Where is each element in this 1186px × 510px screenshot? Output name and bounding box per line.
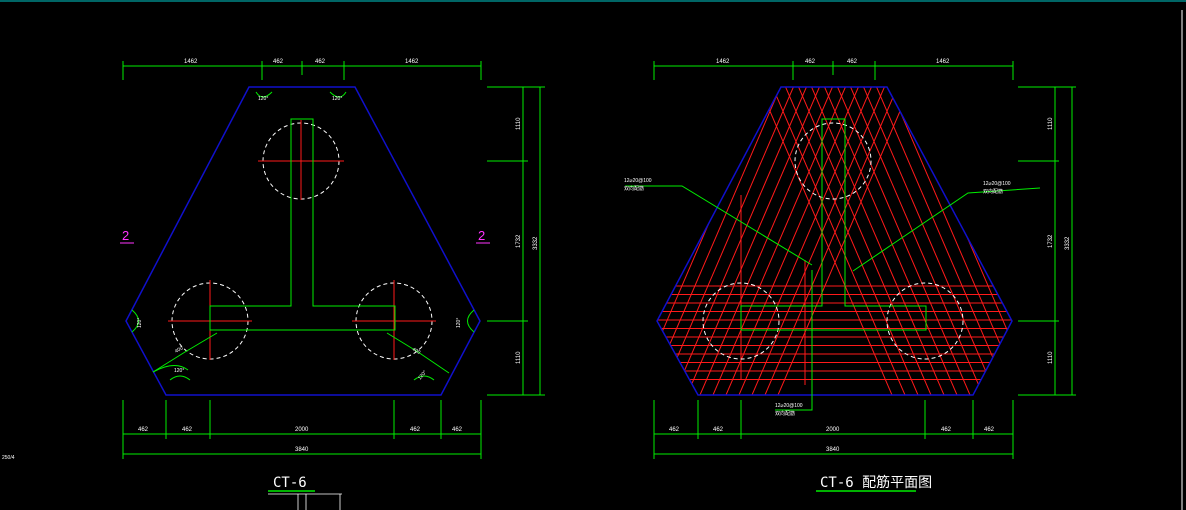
left-pile-cap-outline[interactable] (125, 86, 481, 396)
left-right-dim-total: 3332 (533, 236, 539, 250)
rebar-diagonal-left (657, 87, 771, 395)
rebar-diagonal-right (873, 87, 1010, 395)
right-rebar-leaders (625, 185, 1041, 411)
rebar-diagonal-right (769, 87, 906, 395)
rebar-diagonal-right (756, 87, 893, 395)
rebar-diagonal-left (751, 87, 888, 395)
rebar-diagonal-right (808, 87, 945, 395)
right-right-dimension (1018, 86, 1076, 396)
right-rebar-note-right-2: 双向配筋 (983, 188, 1003, 195)
right-bottom-dim-2: 462 (713, 427, 724, 433)
right-top-dim-4: 1462 (936, 59, 950, 65)
right-bottom-dim-total: 3840 (826, 447, 840, 453)
rebar-diagonal-left (660, 87, 797, 395)
right-rebar-note-right-1: 12⌀20@100 (983, 181, 1011, 187)
rebar-diagonal-left (657, 87, 784, 395)
right-top-dim-1: 1462 (716, 59, 730, 65)
left-bottom-dim-2: 462 (182, 427, 193, 433)
left-angle-label-6: 120° (417, 370, 428, 382)
left-radius-leaders (152, 332, 450, 374)
left-top-dim-4: 1462 (405, 59, 419, 65)
right-right-dim-2: 1732 (1048, 234, 1054, 248)
right-rebar-note-bottom-2: 双向配筋 (775, 410, 795, 417)
left-right-dim-1: 1110 (516, 117, 522, 130)
right-right-dim-1: 1110 (1048, 117, 1054, 130)
rebar-diagonal-right (860, 87, 997, 395)
left-top-dim-2: 462 (273, 59, 284, 65)
left-bottom-dim-total: 3840 (295, 447, 309, 453)
left-section-mark-right[interactable]: 2 (478, 228, 485, 243)
right-bottom-dimension (653, 400, 1014, 459)
rebar-diagonal-right (886, 87, 1012, 395)
right-pile-bottom-right[interactable] (886, 282, 964, 360)
left-bottom-dim-1: 462 (138, 427, 149, 433)
right-pile-cap-outline[interactable] (656, 86, 1013, 396)
left-bottom-dim-3: 2000 (295, 427, 309, 433)
left-top-dim-3: 462 (315, 59, 326, 65)
rebar-diagonal-left (725, 87, 862, 395)
left-pile-crosshairs (168, 120, 436, 360)
right-bottom-dim-3: 2000 (826, 427, 840, 433)
side-note: 250/4 (2, 455, 15, 461)
rebar-diagonal-right (847, 87, 984, 395)
right-pile-top[interactable] (794, 122, 872, 200)
left-radius-label-2: 400 (411, 347, 421, 356)
left-column-outline (209, 118, 396, 331)
left-angle-arcs (131, 91, 475, 381)
left-top-dimension (122, 61, 482, 80)
left-angle-label-3: 120° (137, 318, 143, 328)
left-radius-label-1: 400 (174, 345, 184, 354)
rebar-diagonal-right (795, 87, 932, 395)
right-column-outline (740, 118, 927, 331)
left-right-dim-3: 1110 (516, 351, 522, 364)
right-right-dim-total: 3332 (1065, 236, 1071, 250)
left-drawing[interactable]: 400 400 120° 120° 120° 120° 120° 120° 2 … (120, 59, 545, 510)
right-rebar-note-left-1: 12⌀20@100 (624, 178, 652, 184)
right-bottom-dim-5: 462 (984, 427, 995, 433)
right-drawing[interactable]: 12⌀20@100 双向配筋 12⌀20@100 双向配筋 12⌀20@100 … (624, 59, 1076, 492)
right-rebar-mesh (657, 87, 1012, 395)
left-right-dimension (487, 86, 545, 396)
rebar-diagonal-left (712, 87, 849, 395)
right-drawing-title[interactable]: CT-6 配筋平面图 (820, 474, 932, 491)
rebar-diagonal-right (782, 87, 919, 395)
rebar-diagonal-left (686, 87, 823, 395)
left-right-dim-2: 1732 (516, 234, 522, 248)
left-bottom-dimension (122, 400, 482, 459)
rebar-diagonal-left (764, 87, 901, 395)
left-bottom-dim-5: 462 (452, 427, 463, 433)
right-right-dim-3: 1110 (1048, 351, 1054, 364)
left-bottom-dim-4: 462 (410, 427, 421, 433)
right-pile-bottom-left[interactable] (702, 282, 780, 360)
rebar-diagonal-right (821, 87, 958, 395)
rebar-diagonal-left (738, 87, 875, 395)
left-angle-label-4: 120° (456, 318, 462, 328)
left-section-mark-left[interactable]: 2 (122, 228, 129, 243)
right-rebar-note-left-2: 双向配筋 (624, 185, 644, 192)
right-bottom-dim-4: 462 (941, 427, 952, 433)
right-top-dim-3: 462 (847, 59, 858, 65)
left-angle-label-1: 120° (258, 96, 268, 102)
right-top-dimension (653, 61, 1014, 80)
right-bottom-dim-1: 462 (669, 427, 680, 433)
left-drawing-title[interactable]: CT-6 (273, 475, 307, 491)
left-top-dim-1: 1462 (184, 59, 198, 65)
left-angle-label-5: 120° (174, 368, 184, 374)
right-top-dim-2: 462 (805, 59, 816, 65)
left-angle-label-2: 120° (332, 96, 342, 102)
right-rebar-note-bottom-1: 12⌀20@100 (775, 403, 803, 409)
